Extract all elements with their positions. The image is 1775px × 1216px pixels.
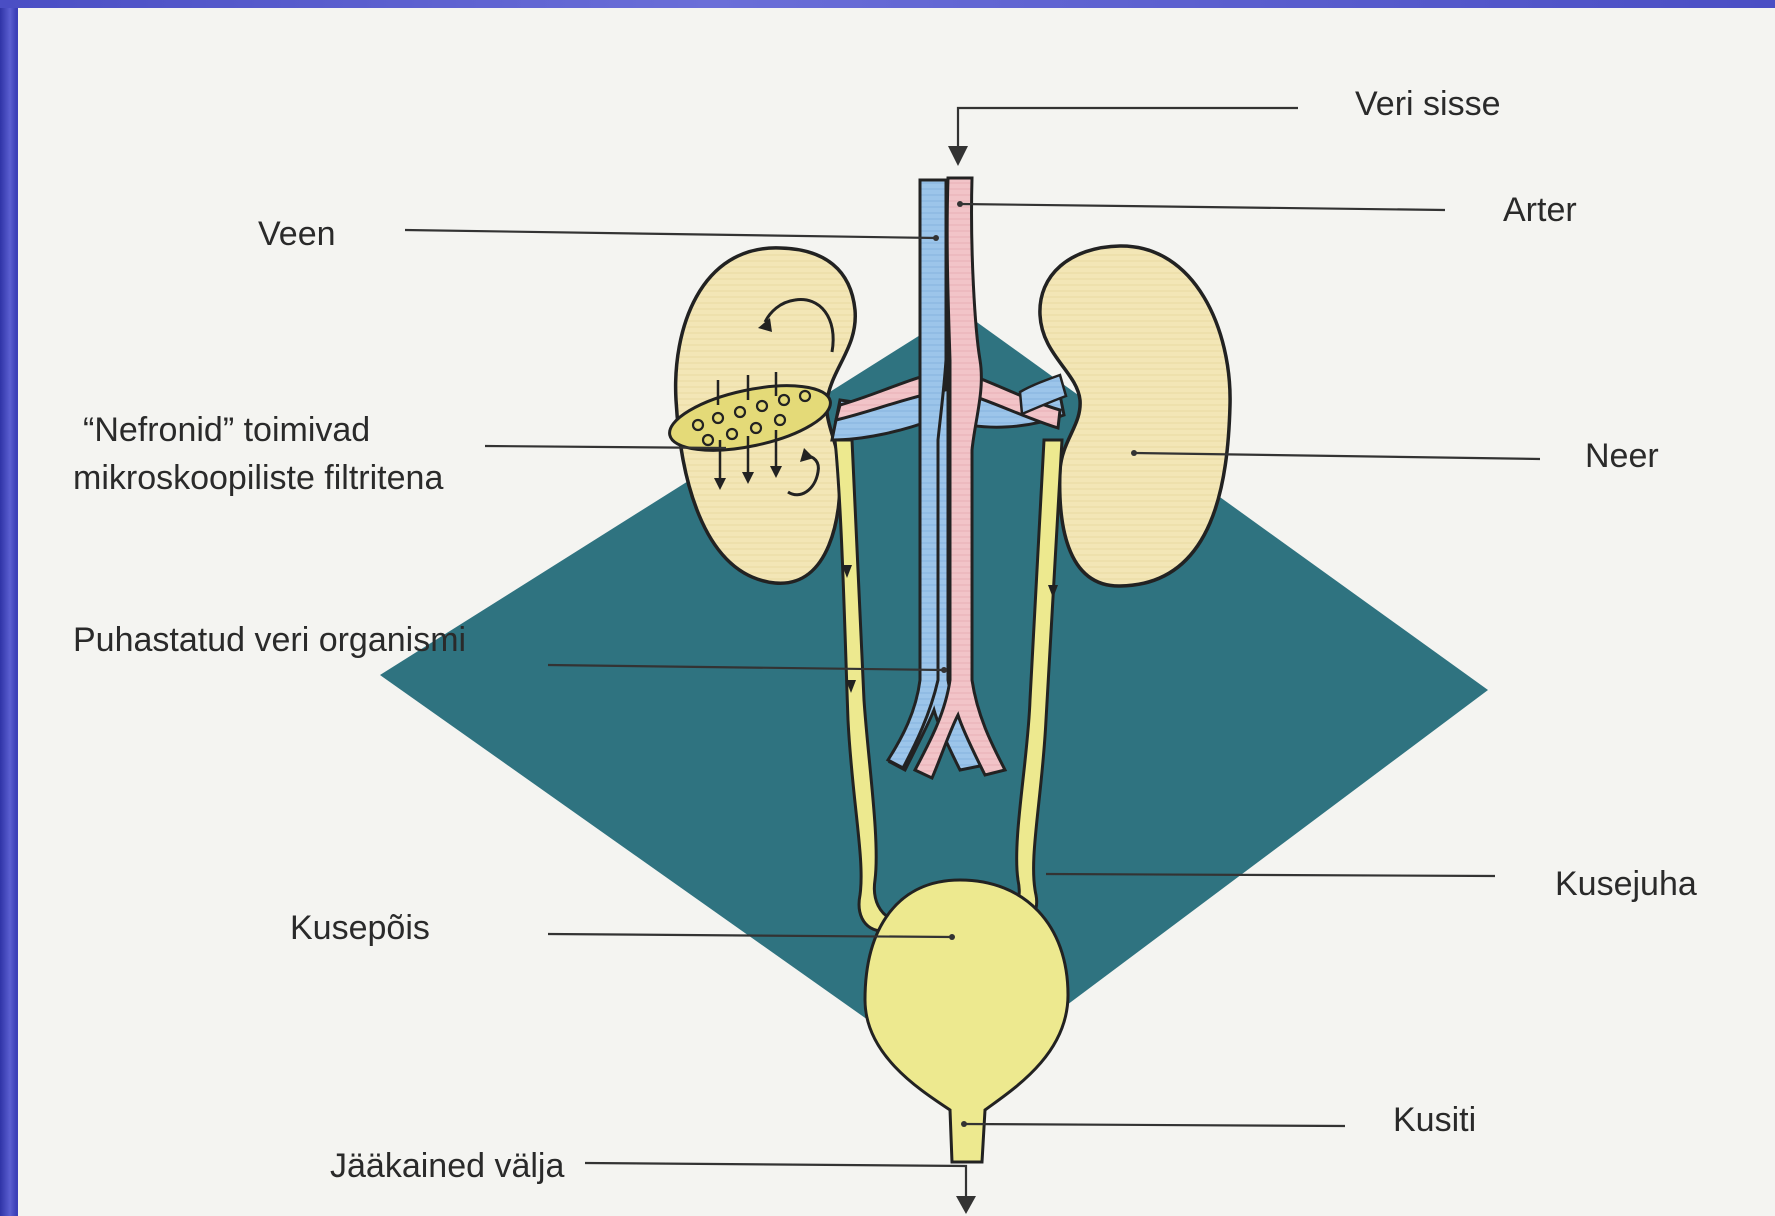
label-nefronid-line2: mikroskoopiliste filtritena <box>73 458 443 499</box>
label-veri-sisse: Veri sisse <box>1355 84 1501 125</box>
label-veen: Veen <box>258 214 336 255</box>
veri-sisse-arrowhead <box>948 146 968 166</box>
label-arter: Arter <box>1503 190 1577 231</box>
label-neer: Neer <box>1585 436 1659 477</box>
label-kusejuha: Kusejuha <box>1555 864 1697 905</box>
label-nefronid-line1: “Nefronid” toimivad <box>83 410 370 451</box>
bladder <box>865 880 1068 1162</box>
label-puhastatud: Puhastatud veri organismi <box>73 620 466 661</box>
jaakained-arrowhead <box>956 1196 976 1214</box>
label-kusiti: Kusiti <box>1393 1100 1476 1141</box>
label-kusepois: Kusepõis <box>290 908 430 949</box>
label-jaakained: Jääkained välja <box>330 1146 564 1187</box>
